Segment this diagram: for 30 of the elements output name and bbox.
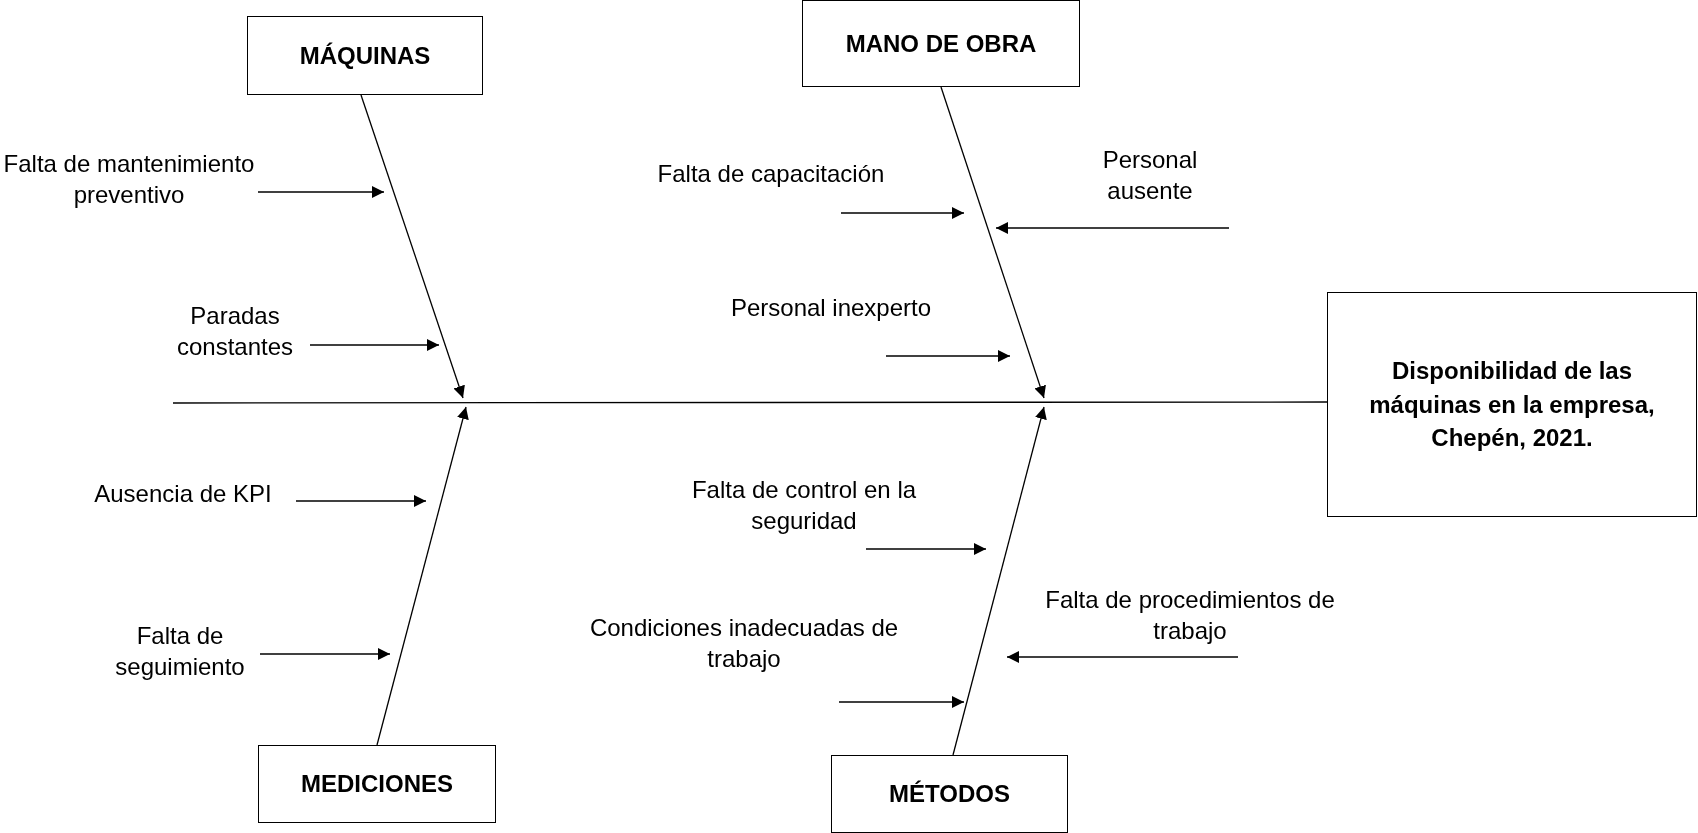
effect-box: Disponibilidad de las máquinas en la empresa, Chepén, 2021. xyxy=(1327,292,1697,517)
cause-label: Falta de capacitación xyxy=(626,158,916,213)
category-box: MEDICIONES xyxy=(258,745,496,823)
arrow xyxy=(257,186,385,198)
cause-label: Falta de mantenimiento preventivo xyxy=(0,148,258,220)
arrow xyxy=(940,86,1046,399)
cause-label: Personal inexperto xyxy=(705,292,957,356)
arrow xyxy=(360,94,465,399)
category-box: MANO DE OBRA xyxy=(802,0,1080,87)
arrow xyxy=(995,222,1230,234)
arrow xyxy=(952,406,1047,756)
arrow xyxy=(840,207,965,219)
arrow xyxy=(865,543,987,555)
arrow xyxy=(259,648,391,660)
cause-label: Falta de seguimiento xyxy=(100,620,260,692)
cause-label: Falta de control en la seguridad xyxy=(662,474,946,549)
cause-label: Ausencia de KPI xyxy=(70,478,296,514)
arrow xyxy=(885,350,1011,362)
category-box: MÉTODOS xyxy=(831,755,1068,833)
category-box: MÁQUINAS xyxy=(247,16,483,95)
cause-label: Paradas constantes xyxy=(160,300,310,366)
arrow xyxy=(1006,651,1239,663)
spine-line xyxy=(172,401,1328,404)
arrow xyxy=(309,339,440,351)
cause-label: Personal ausente xyxy=(1070,144,1230,228)
cause-label: Condiciones inadecuadas de trabajo xyxy=(586,612,902,702)
arrow xyxy=(838,696,965,708)
arrow xyxy=(295,495,427,507)
arrow xyxy=(376,406,469,746)
cause-label: Falta de procedimientos de trabajo xyxy=(1045,584,1335,657)
